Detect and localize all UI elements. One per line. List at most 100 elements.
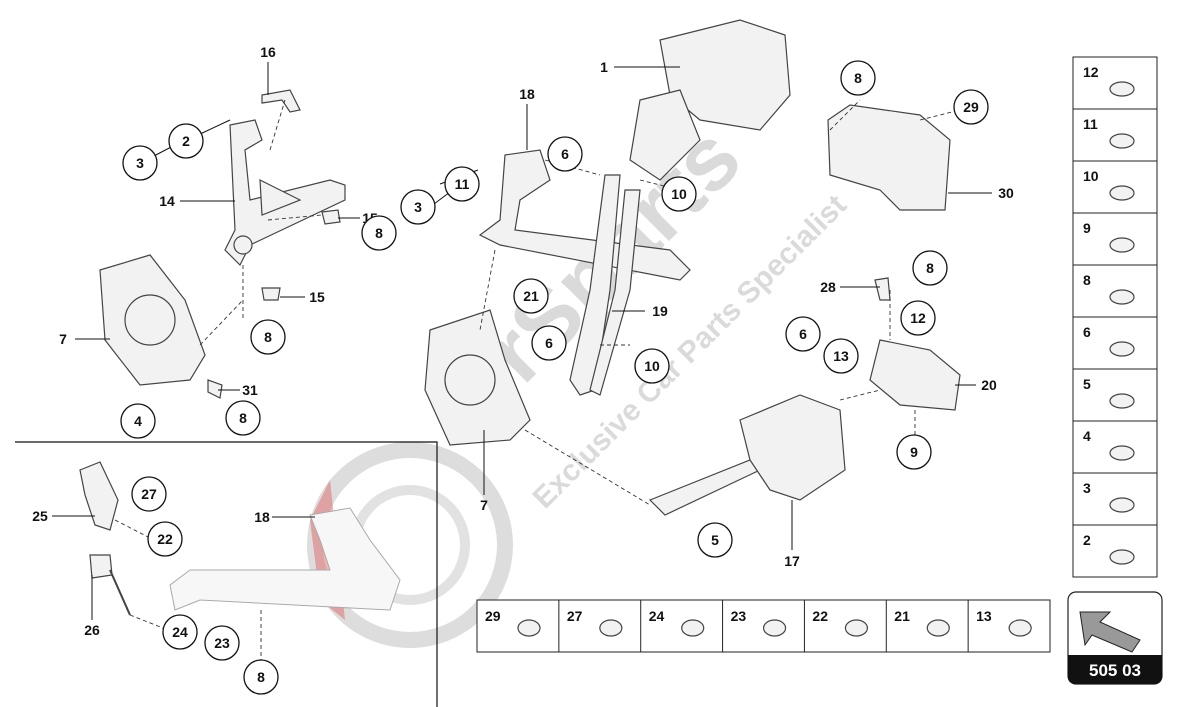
toe-link-5 <box>648 459 762 516</box>
side-legend-item-12: 12 <box>1083 64 1099 80</box>
callout-circle <box>697 522 733 558</box>
page-code-badge[interactable]: 505 03 <box>1067 591 1163 685</box>
tie-rod-19 <box>569 174 621 396</box>
callout-16: 16 <box>260 44 276 60</box>
callout-19: 19 <box>652 303 668 319</box>
callout-15b: 15 <box>309 289 325 305</box>
callout-27: 27 <box>141 486 157 502</box>
callout-22: 22 <box>157 531 173 547</box>
callout-31: 31 <box>242 382 258 398</box>
fastener-icon <box>1008 619 1032 637</box>
fastener-icon <box>1109 185 1135 201</box>
side-legend-item-6: 6 <box>1083 324 1091 340</box>
callout-circle <box>444 166 480 202</box>
callout-8c: 8 <box>239 410 247 426</box>
fastener-icon <box>1109 341 1135 357</box>
callout-circle <box>204 625 240 661</box>
fastener-icon <box>1109 393 1135 409</box>
callout-3: 3 <box>414 199 422 215</box>
callout-circle <box>661 176 697 212</box>
bottom-legend-item-29: 29 <box>485 608 501 624</box>
inset-frame <box>15 441 438 707</box>
callout-6c: 6 <box>799 326 807 342</box>
callout-circle <box>168 123 204 159</box>
tie-rod-19b <box>589 189 641 396</box>
callout-14: 14 <box>159 193 175 209</box>
page-code: 505 03 <box>1089 661 1141 680</box>
callout-circle <box>531 325 567 361</box>
side-legend-item-8: 8 <box>1083 272 1091 288</box>
callout-30: 30 <box>998 185 1014 201</box>
side-legend-item-11: 11 <box>1083 116 1098 132</box>
callout-9: 9 <box>910 444 918 460</box>
callout-6b: 6 <box>545 335 553 351</box>
callout-8d: 8 <box>854 70 862 86</box>
callout-circle <box>243 659 279 695</box>
callout-7: 7 <box>59 331 67 347</box>
fastener-icon <box>762 619 787 637</box>
side-legend-item-2: 2 <box>1083 532 1091 548</box>
fastener-icon <box>1109 133 1135 149</box>
callout-23: 23 <box>214 635 230 651</box>
callout-circle <box>131 476 167 512</box>
bottom-legend-item-23: 23 <box>731 608 747 624</box>
callout-26: 26 <box>84 622 100 638</box>
callout-10b: 10 <box>644 358 660 374</box>
fastener-icon <box>926 619 950 637</box>
clip-28 <box>874 277 891 301</box>
clip-15 <box>321 209 341 225</box>
side-legend-item-5: 5 <box>1083 376 1091 392</box>
callout-8: 8 <box>375 225 383 241</box>
callout-4: 4 <box>134 413 142 429</box>
hub-bore-middle <box>444 354 496 406</box>
callout-circle <box>513 278 549 314</box>
callout-circle <box>122 145 158 181</box>
callout-circle <box>361 215 397 251</box>
hub-bore <box>124 294 176 346</box>
upper-control-arm-middle <box>478 149 691 281</box>
fastener-icon <box>1109 549 1135 565</box>
callout-20: 20 <box>981 377 997 393</box>
callout-circle <box>225 400 261 436</box>
callout-13: 13 <box>833 348 849 364</box>
side-legend-item-4: 4 <box>1083 428 1091 444</box>
side-legend-item-10: 10 <box>1083 168 1099 184</box>
leader-lines <box>52 62 992 620</box>
callout-circle <box>162 614 198 650</box>
side-legend-item-3: 3 <box>1083 480 1091 496</box>
bracket-20 <box>869 339 961 411</box>
callout-1: 1 <box>600 59 608 75</box>
fastener-icon <box>1109 497 1135 513</box>
bottom-legend-item-27: 27 <box>567 608 583 624</box>
callout-25: 25 <box>32 508 48 524</box>
callout-circle <box>120 403 156 439</box>
callout-8e: 8 <box>926 260 934 276</box>
callout-8f: 8 <box>257 669 265 685</box>
fastener-icon <box>681 619 705 637</box>
callout-circle <box>896 434 932 470</box>
arrow-icon <box>1079 611 1141 653</box>
callout-circle <box>900 300 936 336</box>
callout-28: 28 <box>820 279 836 295</box>
fastener-icon <box>1109 445 1135 461</box>
callout-11: 11 <box>455 176 470 192</box>
callout-6: 6 <box>561 146 569 162</box>
sensor-bracket-25 <box>79 461 119 531</box>
callout-circle <box>785 316 821 352</box>
callout-circle <box>250 319 286 355</box>
bottom-legend-item-13: 13 <box>976 608 992 624</box>
callout-circle <box>634 348 670 384</box>
callout-circle <box>147 521 183 557</box>
callout-8b: 8 <box>264 329 272 345</box>
callout-17: 17 <box>784 553 800 569</box>
callout-3: 3 <box>136 155 144 171</box>
callouts-inset: 27 25 22 18 26 24 23 8 <box>32 476 279 695</box>
clip-15b <box>261 287 281 301</box>
callouts-left: 16 2 3 14 15 8 15 8 7 4 31 8 <box>59 44 397 439</box>
callout-circle <box>823 338 859 374</box>
callout-circle <box>953 89 989 125</box>
callout-21: 21 <box>523 288 539 304</box>
callout-10: 10 <box>671 186 687 202</box>
